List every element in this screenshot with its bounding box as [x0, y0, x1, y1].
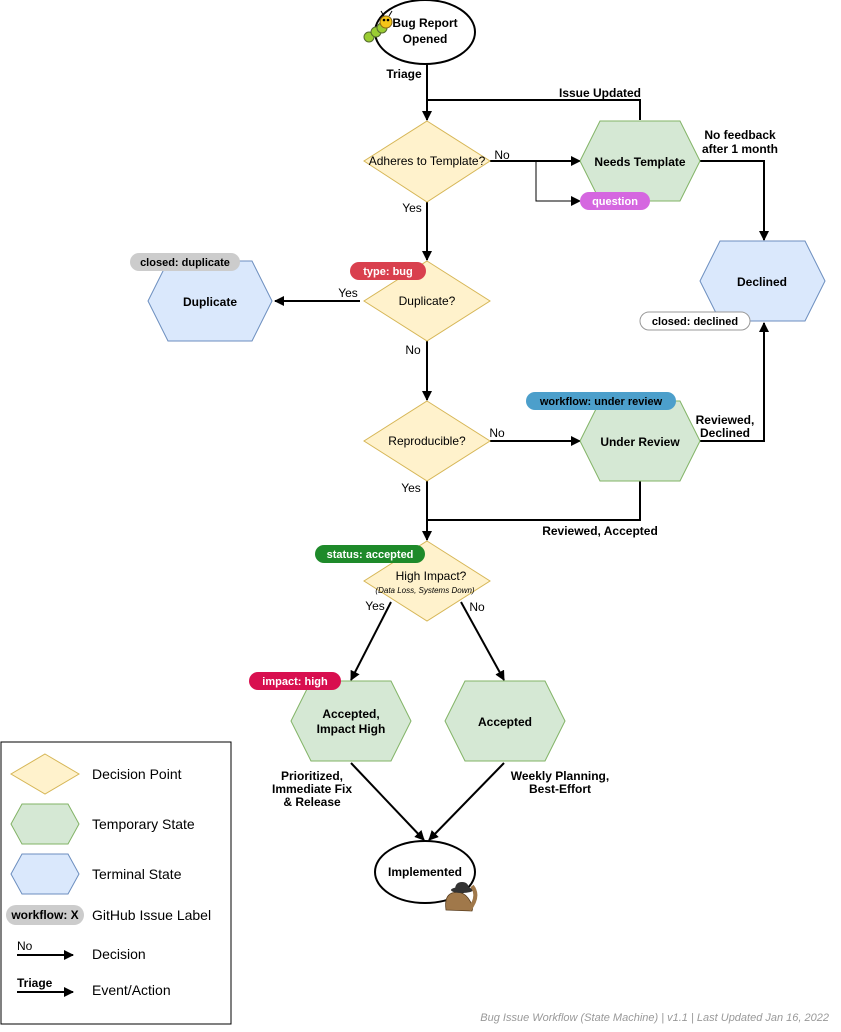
badge-type-bug-text: type: bug — [363, 266, 413, 278]
edge-label-no-template: No — [494, 148, 510, 162]
decision-reproducible: Reproducible? — [363, 400, 491, 482]
edge-label-prioritized-line2: Immediate Fix — [272, 782, 352, 796]
edge-label-yes-template: Yes — [402, 201, 422, 215]
legend-temporary-state-label: Temporary State — [92, 816, 195, 832]
edge-label-issue-updated: Issue Updated — [559, 86, 641, 100]
duplicate-label: Duplicate — [183, 295, 237, 309]
footer-text: Bug Issue Workflow (State Machine) | v1.… — [480, 1012, 829, 1024]
edge-impact-yes — [350, 601, 392, 681]
legend-temporary-swatch — [10, 803, 80, 845]
decision-adheres-to-template: Adheres to Template? — [363, 120, 491, 203]
state-accepted-impact-high: Accepted, Impact High — [290, 680, 412, 762]
legend-github-issue-label: GitHub Issue Label — [92, 907, 211, 923]
edge-label-yes-impact: Yes — [365, 599, 385, 613]
edge-accepted-to-implemented — [428, 762, 505, 841]
accepted-high-label-line2: Impact High — [317, 722, 386, 736]
edge-reviewed-declined — [700, 322, 769, 442]
edge-label-weekly-line1: Weekly Planning, — [511, 769, 609, 783]
duplicate-question-label: Duplicate? — [399, 294, 456, 308]
badge-type-bug: type: bug — [350, 262, 426, 280]
edge-label-reviewed-accepted: Reviewed, Accepted — [542, 524, 658, 538]
edge-label-no-feedback-line2: after 1 month — [702, 142, 778, 156]
state-accepted: Accepted — [444, 680, 566, 762]
badge-workflow-under-review: workflow: under review — [526, 392, 676, 410]
edge-label-no-feedback-line1: No feedback — [704, 128, 776, 142]
end-node: Implemented — [374, 840, 476, 904]
legend-terminal-state-label: Terminal State — [92, 866, 182, 882]
badge-status-accepted: status: accepted — [315, 545, 425, 563]
state-needs-template: Needs Template — [579, 120, 701, 202]
edge-labels: Triage Issue Updated No Yes No feedback … — [272, 67, 778, 809]
edge-label-reviewed-declined-line2: Declined — [700, 426, 750, 440]
badge-closed-declined: closed: declined — [639, 311, 751, 331]
edge-label-yes-duplicate: Yes — [338, 286, 358, 300]
edge-label-prioritized-line3: & Release — [283, 795, 341, 809]
edge-reviewed-accepted — [427, 481, 641, 521]
legend-label-sample-text: workflow: X — [10, 908, 78, 922]
legend-label-swatch — [6, 905, 84, 925]
edge-no-feedback — [700, 160, 769, 241]
edge-label-prioritized-line1: Prioritized, — [281, 769, 343, 783]
badge-question-text: question — [592, 196, 638, 208]
edge-label-reviewed-declined-line1: Reviewed, — [696, 413, 755, 427]
badge-closed-duplicate-text: closed: duplicate — [140, 257, 230, 269]
badge-impact-high-text: impact: high — [262, 676, 328, 688]
high-impact-label: High Impact? — [396, 569, 467, 583]
edges — [274, 64, 769, 841]
edge-label-no-reproducible: No — [489, 426, 505, 440]
edge-label-no-duplicate: No — [405, 343, 421, 357]
detective-squirrel-icon — [445, 882, 478, 912]
state-under-review: Under Review — [579, 400, 701, 482]
badge-workflow-under-review-text: workflow: under review — [539, 396, 663, 408]
edge-label-triage: Triage — [386, 67, 422, 81]
accepted-label: Accepted — [478, 715, 532, 729]
badge-closed-duplicate: closed: duplicate — [130, 253, 240, 271]
accepted-high-label-line1: Accepted, — [322, 707, 379, 721]
edge-adheres-question — [535, 161, 581, 206]
edge-label-no-impact: No — [469, 600, 485, 614]
edge-issue-updated — [427, 99, 641, 120]
edge-label-weekly-line2: Best-Effort — [529, 782, 591, 796]
legend-arrow-triage-text: Triage — [17, 976, 53, 990]
adheres-label: Adheres to Template? — [369, 154, 486, 168]
implemented-label: Implemented — [388, 865, 462, 879]
badge-closed-declined-text: closed: declined — [652, 316, 738, 328]
badge-question: question — [580, 192, 650, 210]
state-duplicate: Duplicate — [147, 260, 273, 342]
legend-decision-label: Decision — [92, 946, 146, 962]
state-declined: Declined — [699, 240, 826, 322]
legend-decision-point-label: Decision Point — [92, 766, 182, 782]
badge-impact-high: impact: high — [249, 672, 341, 690]
declined-label: Declined — [737, 275, 787, 289]
legend-terminal-swatch — [10, 853, 80, 895]
legend-arrow-no-text: No — [17, 939, 33, 953]
legend-event-action-label: Event/Action — [92, 982, 171, 998]
high-impact-sublabel: (Data Loss, Systems Down) — [375, 586, 474, 595]
start-label-line2: Opened — [403, 32, 448, 46]
badge-status-accepted-text: status: accepted — [327, 549, 414, 561]
edge-label-yes-reproducible: Yes — [401, 481, 421, 495]
reproducible-label: Reproducible? — [388, 434, 466, 448]
legend: Decision Point Temporary State Terminal … — [0, 741, 232, 1025]
decision-duplicate: Duplicate? — [363, 260, 491, 342]
legend-decision-swatch — [10, 753, 80, 795]
start-label-line1: Bug Report — [392, 16, 457, 30]
under-review-label: Under Review — [600, 435, 680, 449]
start-node: Bug Report Opened — [374, 0, 476, 65]
caterpillar-icon — [363, 10, 393, 43]
edge-high-to-implemented — [350, 762, 425, 841]
needs-template-label: Needs Template — [594, 155, 685, 169]
edge-impact-no — [460, 601, 505, 681]
